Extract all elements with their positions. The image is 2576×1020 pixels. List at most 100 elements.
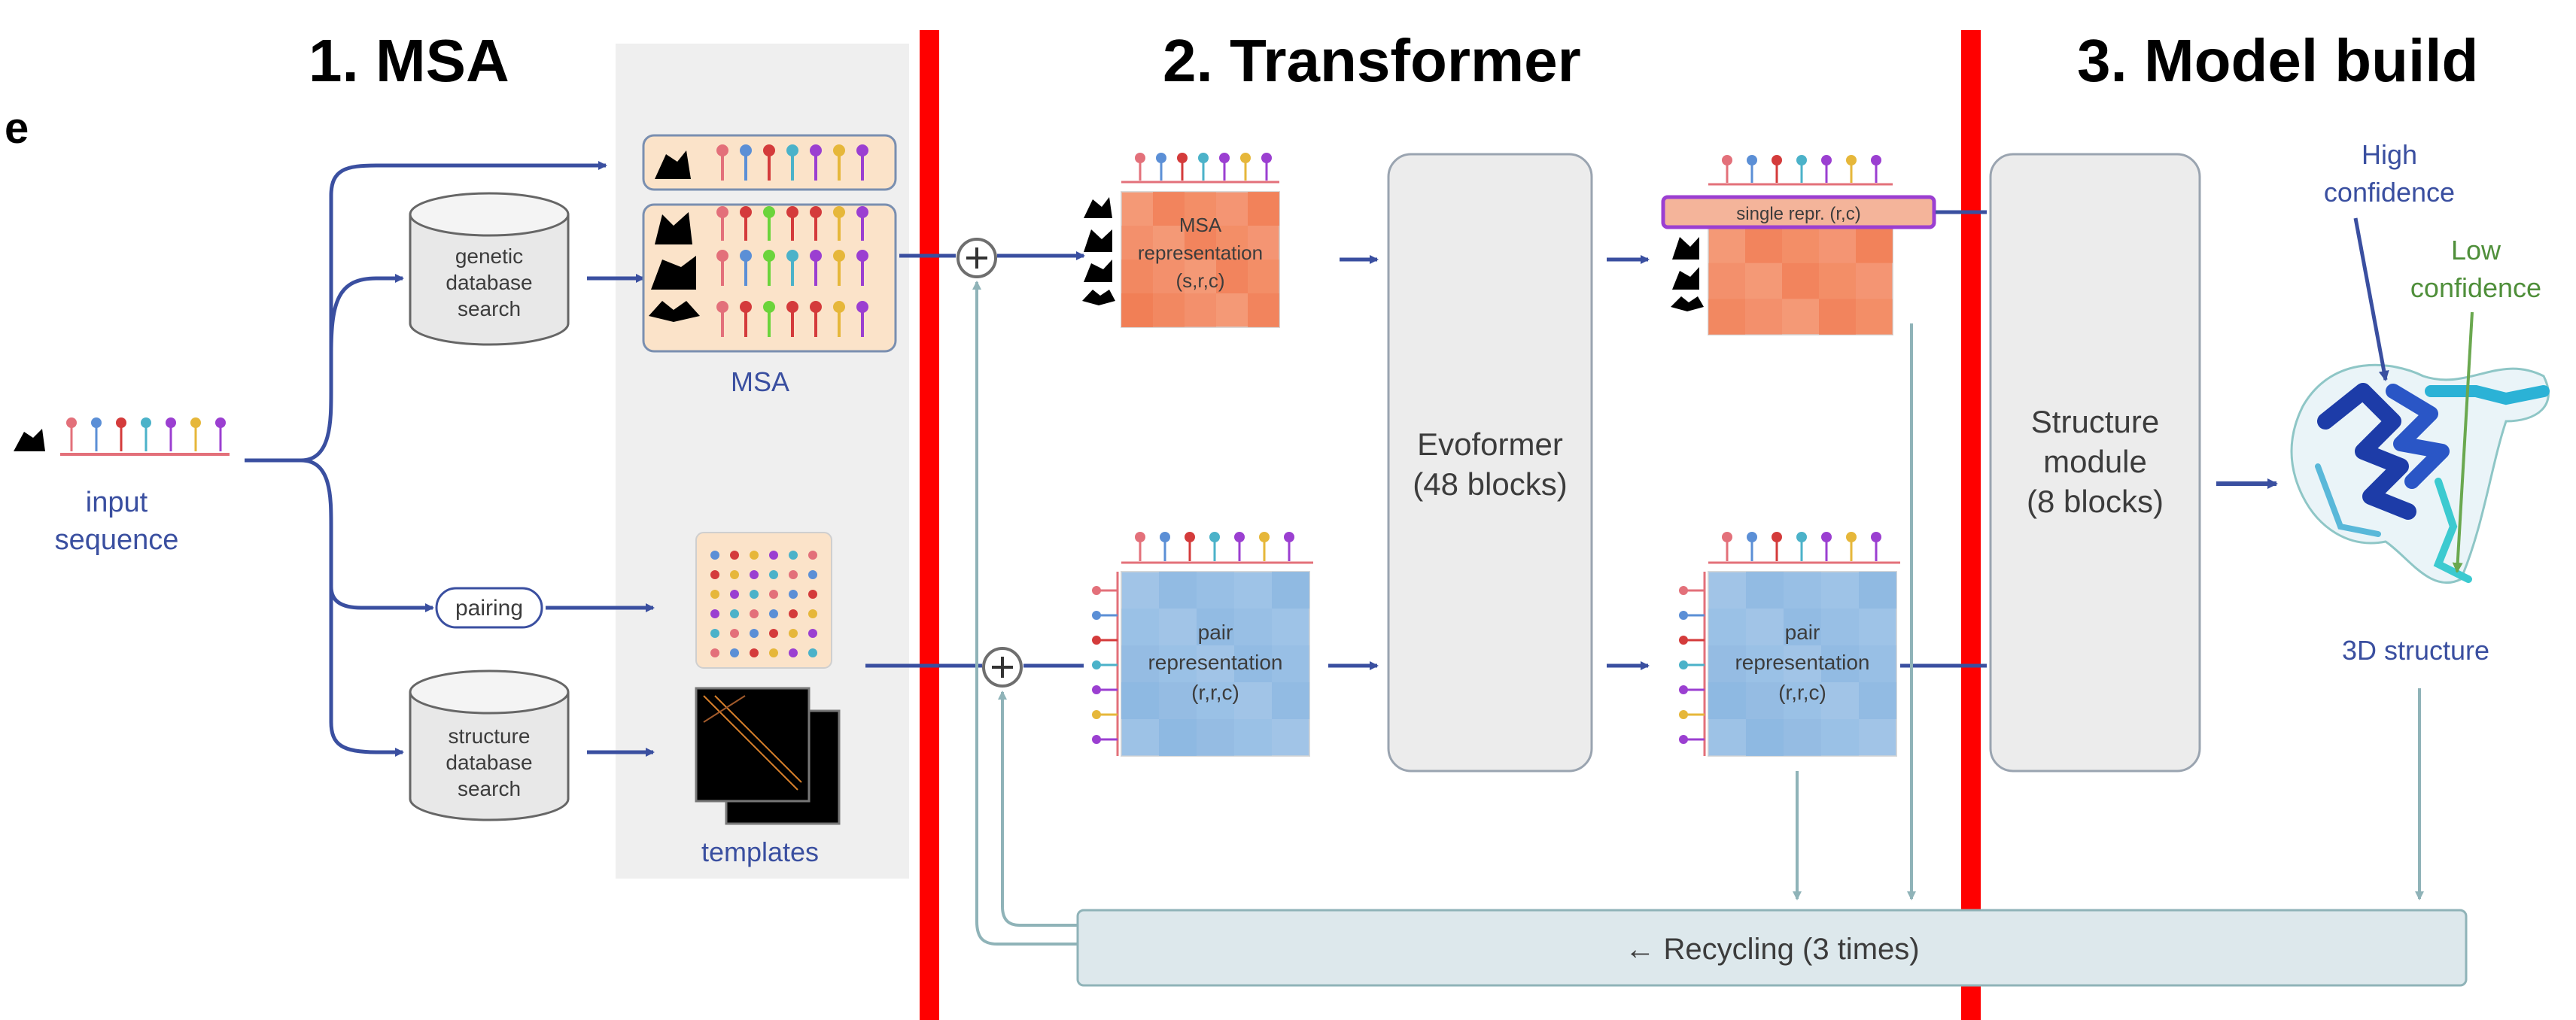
side-pin-head <box>1092 710 1101 719</box>
to-structure-module-lines <box>1900 210 1987 668</box>
pairing-dot <box>769 609 778 618</box>
header-model-build: 3. Model build <box>2077 27 2478 94</box>
single-rep-animal-icon <box>1672 237 1699 260</box>
residue-pin-head <box>1198 153 1209 163</box>
side-pin-head <box>1092 586 1101 595</box>
pairing-label: pairing <box>455 596 523 621</box>
residue-pin-head <box>1284 532 1294 542</box>
pair-repr-out-line3: (r,r,c) <box>1778 681 1826 704</box>
heatmap-cell <box>1234 719 1272 756</box>
heatmap-cell <box>1819 299 1856 335</box>
pairing-dot <box>730 609 739 618</box>
heatmap-cell <box>1784 645 1821 682</box>
low-confidence-line2: confidence <box>2410 272 2541 303</box>
evoformer-line2: (48 blocks) <box>1413 466 1567 502</box>
heatmap-cell <box>1121 719 1159 756</box>
heatmap-cell <box>1159 572 1197 609</box>
structure-database-search: structure database search <box>409 669 570 821</box>
genetic-db-line2: database <box>446 271 532 294</box>
heatmap-cell <box>1272 645 1309 682</box>
genetic-db-line1: genetic <box>455 244 523 268</box>
msa-pin-head <box>763 206 775 218</box>
residue-pin-head <box>141 417 151 428</box>
residue-pin-head <box>1135 153 1145 163</box>
heatmap-cell <box>1121 192 1153 226</box>
residue-pin-head <box>66 417 77 428</box>
heatmap-cell <box>1272 682 1309 719</box>
pairing-dot <box>710 609 719 618</box>
pairing-dot <box>769 551 778 560</box>
msa-residue-pins <box>716 144 868 337</box>
pairing-dot <box>710 590 719 599</box>
heatmap-cell <box>1248 260 1279 293</box>
heatmap-cell <box>1859 719 1896 756</box>
heatmap-cell <box>1216 192 1248 226</box>
msa-pin-head <box>763 144 775 156</box>
msa-rep-animal-icon <box>1082 290 1115 305</box>
side-pin-head <box>1679 685 1688 694</box>
heatmap-cell <box>1821 682 1859 719</box>
templates-label: templates <box>701 836 819 867</box>
pair-repr-line3: (r,r,c) <box>1191 681 1239 704</box>
residue-pin-head <box>1846 532 1857 542</box>
section-divider-1 <box>920 30 939 1020</box>
database-cylinder-icon <box>409 669 570 821</box>
side-pin-head <box>1092 611 1101 620</box>
residue-pin-head <box>166 417 176 428</box>
msa-animal-icon <box>655 212 692 244</box>
heatmap-cell <box>1216 260 1248 293</box>
heatmap-cell <box>1185 260 1216 293</box>
side-pin-head <box>1092 660 1101 669</box>
msa-pin-head <box>786 250 798 262</box>
pair-repr-line2: representation <box>1148 651 1282 674</box>
side-pin-head <box>1092 735 1101 744</box>
residue-pin-head <box>215 417 226 428</box>
pairing-dot <box>750 629 759 638</box>
heatmap-cell <box>1708 299 1745 335</box>
heatmap-cell <box>1234 609 1272 645</box>
msa-animal-icon <box>655 150 691 179</box>
msa-pin-head <box>740 301 752 313</box>
pairing-dot <box>808 570 817 579</box>
pairing-dot <box>789 629 798 638</box>
single-representation: single repr. (r,c) <box>1661 155 1936 335</box>
pairing-dot <box>730 648 739 657</box>
heatmap-cell <box>1248 192 1279 226</box>
msa-pin-head <box>810 250 822 262</box>
pairing-matrix <box>695 532 832 669</box>
side-pin-head <box>1679 586 1688 595</box>
heatmap-cell <box>1159 645 1197 682</box>
high-confidence-arrow <box>2353 217 2389 381</box>
residue-pin-head <box>1747 155 1757 165</box>
msa-pin-head <box>763 301 775 313</box>
templates: templates <box>695 687 841 867</box>
heatmap-cell <box>1197 645 1234 682</box>
structure-module-line2: module <box>2043 444 2147 479</box>
heatmap-cell <box>1819 227 1856 263</box>
high-confidence-line2: confidence <box>2324 177 2455 208</box>
residue-pin-head <box>1156 153 1166 163</box>
heatmap-cell <box>1784 719 1821 756</box>
low-confidence-arrow <box>2452 311 2474 573</box>
pairing-dot <box>789 551 798 560</box>
msa-pin-head <box>716 206 728 218</box>
heatmap-cell <box>1745 227 1782 263</box>
pairing-dot <box>789 590 798 599</box>
heatmap-cell <box>1859 645 1896 682</box>
residue-pin-head <box>1240 153 1251 163</box>
panel-letter: e <box>5 104 29 153</box>
heatmap-cell <box>1708 263 1745 299</box>
msa-pin-head <box>740 206 752 218</box>
residue-pin-head <box>1846 155 1857 165</box>
pairing-dot <box>789 609 798 618</box>
heatmap-cell <box>1153 192 1185 226</box>
transformer-input-arrows <box>865 251 1085 668</box>
heatmap-cell <box>1856 263 1893 299</box>
msa-pin-head <box>833 301 845 313</box>
pairing-dot <box>808 648 817 657</box>
heatmap-cell <box>1746 645 1784 682</box>
msa-pin-head <box>856 144 868 156</box>
residue-pin-head <box>91 417 102 428</box>
